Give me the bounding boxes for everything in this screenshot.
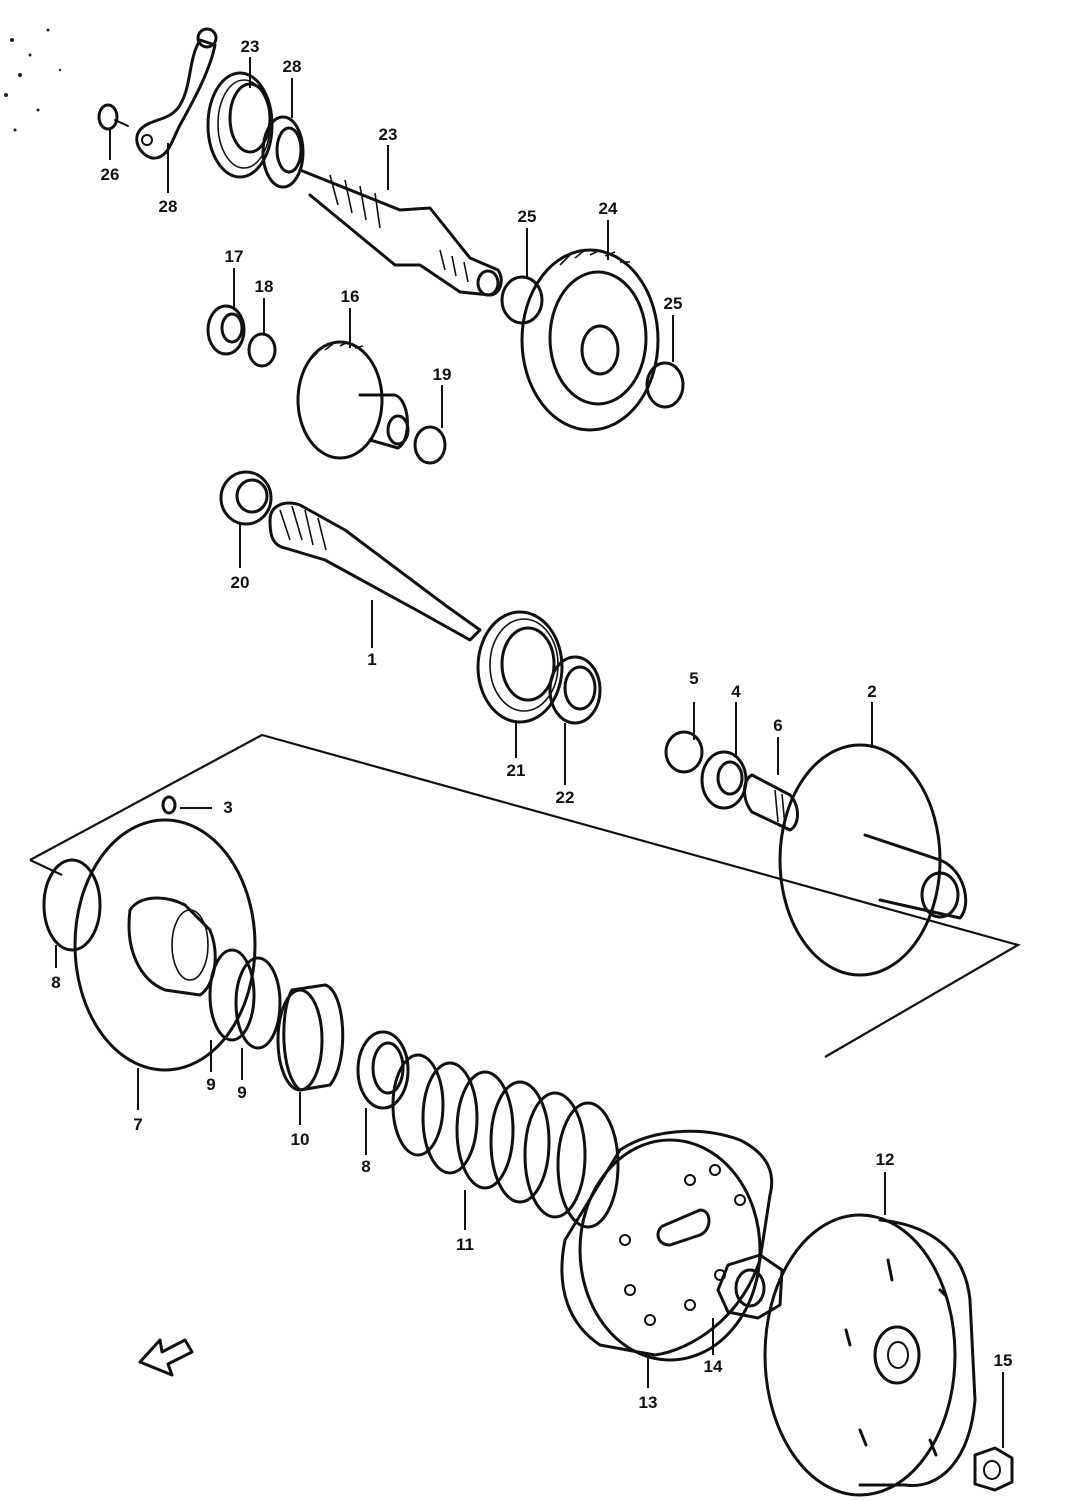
seal-part-8-right (356, 1030, 410, 1110)
callout-5: 5 (689, 669, 698, 688)
spring-part-11 (391, 1053, 620, 1229)
callout-25-lower: 25 (664, 294, 683, 313)
collar-part-10 (276, 983, 345, 1092)
seal-part-22 (548, 655, 602, 725)
clutch-housing-part-12 (763, 1213, 977, 1497)
callout-4: 4 (731, 682, 741, 701)
scan-noise (4, 28, 62, 132)
assembly-frame (29, 733, 1021, 1058)
callout-14: 14 (704, 1357, 723, 1376)
bearing-part-21 (476, 610, 564, 724)
callout-1: 1 (367, 650, 376, 669)
callout-19: 19 (433, 365, 452, 384)
oring-part-8-left (42, 858, 102, 952)
seal-part-28 (261, 115, 305, 189)
driven-face-part-2 (778, 743, 968, 977)
callout-9-b: 9 (237, 1083, 246, 1102)
callout-9-a: 9 (206, 1075, 215, 1094)
callout-8-left: 8 (51, 973, 60, 992)
callout-20: 20 (231, 573, 250, 592)
callout-16: 16 (341, 287, 360, 306)
forward-arrow-icon (138, 1338, 194, 1377)
bearing-part-17 (206, 304, 246, 356)
callout-3: 3 (223, 798, 232, 817)
callout-labels: 1 2 3 4 5 6 7 8 8 9 9 10 11 12 13 14 15 … (51, 37, 1012, 1412)
callout-23-top: 23 (241, 37, 260, 56)
bearing-part-4 (700, 750, 748, 810)
callout-17: 17 (225, 247, 244, 266)
callout-28-bracket: 28 (159, 197, 178, 216)
leader-lines (55, 57, 1004, 1448)
washer-part-19 (413, 425, 447, 465)
nut-part-15 (973, 1446, 1014, 1492)
washer-part-18 (247, 332, 277, 368)
gear-part-16 (296, 340, 410, 460)
callout-18: 18 (255, 277, 274, 296)
callout-8-right: 8 (361, 1157, 370, 1176)
oring-part-9-a (208, 948, 256, 1042)
clutch-part-13 (560, 1129, 774, 1362)
driven-face-part-7 (73, 818, 257, 1072)
callout-23-shaft: 23 (379, 125, 398, 144)
callout-11: 11 (456, 1235, 474, 1254)
callout-7: 7 (133, 1115, 142, 1134)
callout-2: 2 (867, 682, 876, 701)
callout-13: 13 (639, 1393, 658, 1412)
callout-25-upper: 25 (518, 207, 537, 226)
circlip-part-5 (664, 730, 704, 774)
bolt-part-26 (97, 103, 129, 131)
callout-26: 26 (101, 165, 120, 184)
callout-21: 21 (507, 761, 526, 780)
callout-28-seal: 28 (283, 57, 302, 76)
oring-part-9-b (234, 956, 282, 1050)
gear-part-24 (520, 248, 660, 432)
callout-10: 10 (291, 1130, 310, 1149)
shaft-part-23 (298, 168, 503, 297)
callout-6: 6 (773, 716, 782, 735)
callout-12: 12 (876, 1150, 895, 1169)
shaft-part-1 (268, 501, 482, 642)
bracket-part-26 (135, 27, 218, 160)
callout-22: 22 (556, 788, 575, 807)
callout-15: 15 (994, 1351, 1013, 1370)
pin-part-3 (161, 795, 177, 815)
assembly-frame-left (29, 859, 63, 876)
circlip-part-25-lower (645, 361, 685, 409)
bearing-part-20 (219, 470, 273, 526)
callout-24: 24 (599, 199, 618, 218)
